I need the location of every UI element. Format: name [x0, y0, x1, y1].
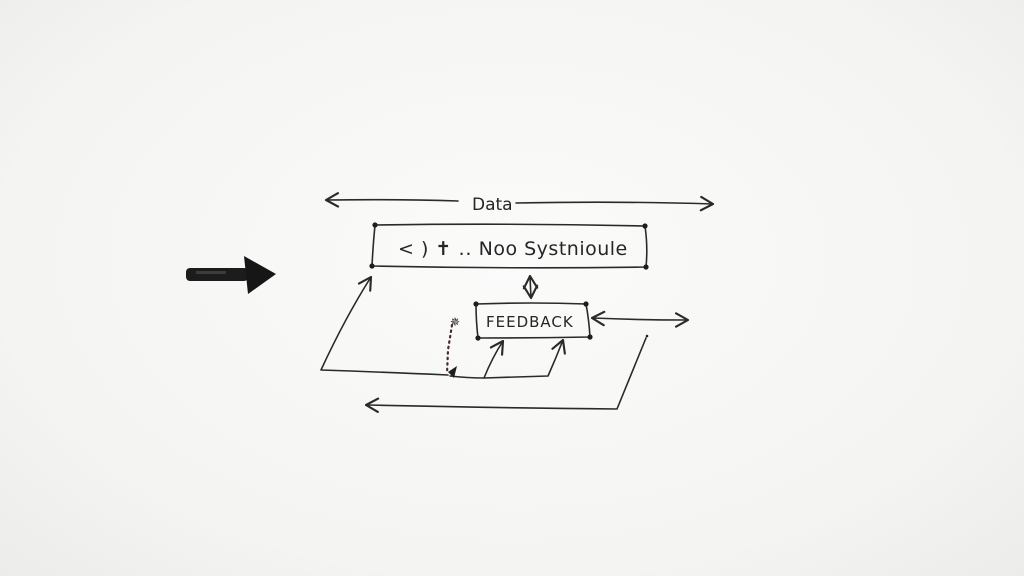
feedback-box: [473, 301, 593, 341]
feedback-label: FEEDBACK: [486, 313, 574, 331]
system-box: [369, 222, 649, 270]
feedback-output-arrow: [590, 310, 690, 328]
input-arrow-left: [449, 339, 505, 379]
small-arrowhead-icon: [448, 366, 457, 378]
return-arrow: [364, 337, 647, 414]
data-span-arrow: [324, 192, 715, 212]
pointer-marker-icon: [186, 256, 276, 294]
star-marker-icon: ✵: [450, 315, 460, 329]
data-label: Data: [472, 195, 513, 215]
dotted-trail: [445, 323, 454, 376]
input-arrow-right: [483, 338, 566, 379]
system-box-label: < ) ✝ ․․ Noo Systnioule: [398, 238, 628, 260]
loop-arrow-to-system: [320, 275, 449, 376]
bidirectional-arrow: [522, 274, 539, 300]
